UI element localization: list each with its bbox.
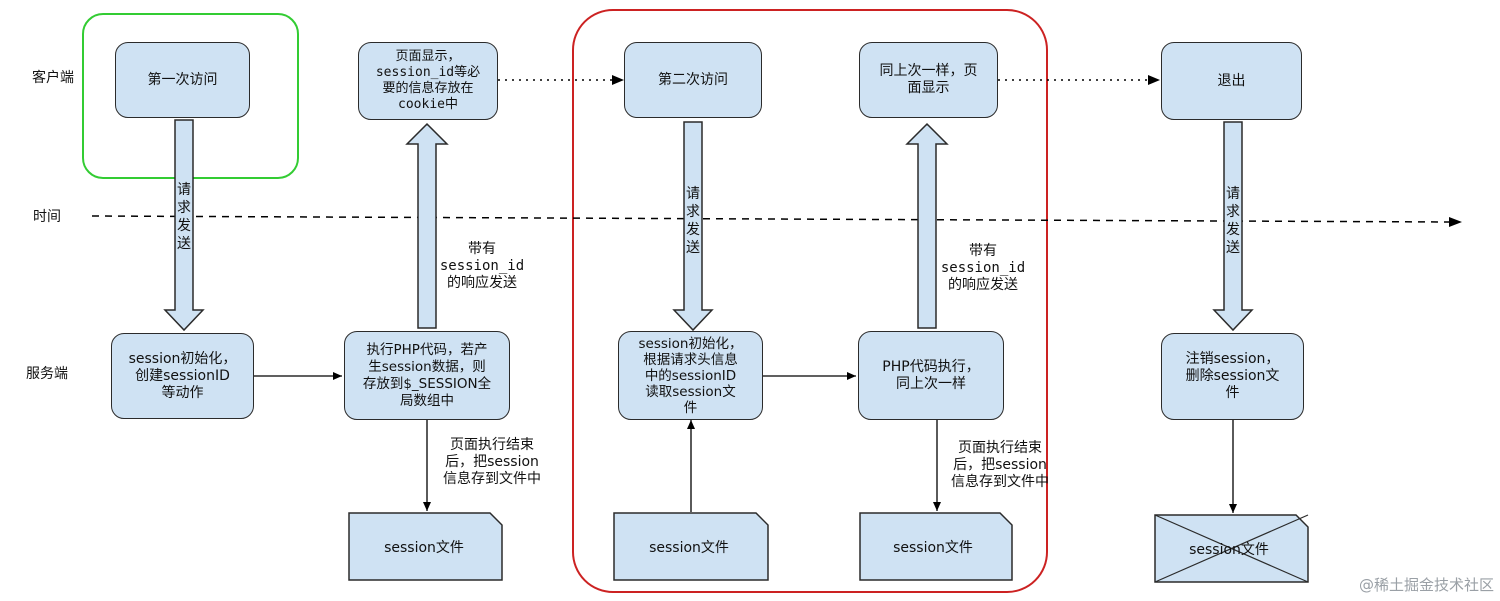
session-init-first-box: session初始化， 创建sessionID 等动作 (111, 333, 254, 419)
same-display-box: 同上次一样，页 面显示 (859, 42, 998, 118)
response-arrow-1 (405, 122, 449, 329)
php-exec-same-box: PHP代码执行， 同上次一样 (858, 331, 1004, 420)
time-axis (91, 215, 1451, 223)
second-visit-box: 第二次访问 (624, 42, 762, 118)
dotted-connector-2-arrowhead (1148, 75, 1160, 85)
exec-php-box: 执行PHP代码，若产 生session数据，则 存放到$_SESSION全 局数… (344, 331, 510, 420)
lane-label-client: 客户端 (32, 70, 74, 86)
session-file-label-2: session文件 (649, 540, 729, 556)
first-visit-box: 第一次访问 (115, 42, 250, 118)
request-arrow-1 (163, 119, 205, 332)
delete-cross-line-2 (1154, 514, 1309, 583)
logout-box: 退出 (1161, 42, 1302, 120)
request-send-label-2: 请 求 发 送 (686, 186, 700, 256)
request-arrow-3 (1212, 121, 1254, 332)
save-file-label-2: 页面执行结束 后，把session 信息存到文件中 (951, 440, 1049, 490)
watermark: @稀土掘金技术社区 (1358, 576, 1494, 594)
session-file-shape-2 (613, 512, 769, 581)
request-send-label-1: 请 求 发 送 (177, 182, 191, 252)
request-arrow-2 (672, 121, 714, 332)
session-file-label-1: session文件 (384, 540, 464, 556)
deleted-session-file-label: session文件 (1189, 542, 1269, 558)
session-file-shape-1 (348, 512, 503, 581)
page-display-box: 页面显示， session_id等必 要的信息存放在 cookie中 (358, 42, 498, 120)
session-file-label-3: session文件 (893, 540, 973, 556)
session-init-second-box: session初始化， 根据请求头信息 中的sessionID 读取sessio… (618, 331, 763, 420)
session-file-shape-3 (859, 512, 1013, 581)
time-axis-arrowhead (1449, 217, 1462, 227)
lane-label-server: 服务端 (26, 366, 68, 382)
second-visit-highlight-frame (572, 9, 1048, 593)
request-send-label-3: 请 求 发 送 (1226, 186, 1240, 256)
dotted-connector-1-arrowhead (612, 75, 624, 85)
lane-label-time: 时间 (33, 209, 61, 225)
response-label-1: 带有 session_id 的响应发送 (439, 241, 525, 291)
response-arrow-2 (905, 122, 949, 329)
cleanup-box: 注销session， 删除session文 件 (1161, 333, 1304, 420)
response-label-2: 带有 session_id 的响应发送 (940, 243, 1026, 293)
save-file-label-1: 页面执行结束 后，把session 信息存到文件中 (443, 437, 541, 487)
